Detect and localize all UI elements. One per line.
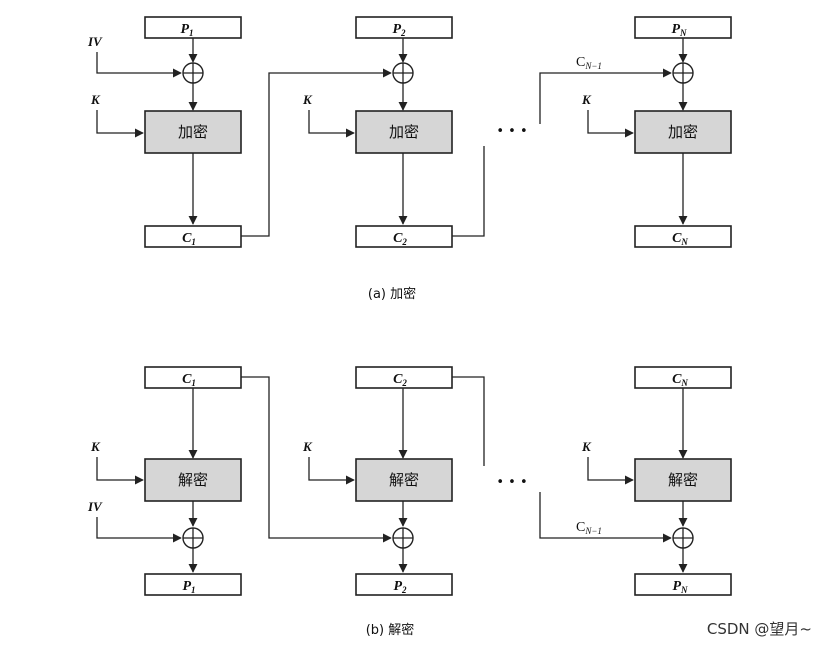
dec-feedback-2 xyxy=(452,376,485,466)
enc-plaintext-label-1: P1 xyxy=(180,22,193,38)
dec-stage-n: CN K 解密 PN xyxy=(581,366,732,596)
enc-feedback-2 xyxy=(452,146,485,237)
enc-xor-1 xyxy=(182,62,204,84)
dec-cipher-block-n xyxy=(634,458,732,502)
dec-xor-n xyxy=(672,527,694,549)
dec-plaintext-box-n xyxy=(634,573,732,596)
dec-plaintext-label-n: PN xyxy=(672,579,688,595)
dec-key-label-1: K xyxy=(90,439,101,454)
enc-stage-1: P1 IV K 加密 C1 xyxy=(87,16,242,248)
enc-cipher-block-2 xyxy=(355,110,453,154)
enc-cipher-block-1 xyxy=(144,110,242,154)
enc-block-label-n: 加密 xyxy=(668,123,698,141)
enc-stage-n: PN K 加密 CN xyxy=(581,16,732,248)
encryption-diagram: P1 IV K 加密 C1 P2 xyxy=(87,16,732,302)
dec-xor-1 xyxy=(182,527,204,549)
enc-caption: (a) 加密 xyxy=(368,286,416,302)
enc-block-label-1: 加密 xyxy=(178,123,208,141)
dec-cipher-block-1 xyxy=(144,458,242,502)
dec-stage-2: C2 K 解密 P2 xyxy=(302,366,453,596)
dec-plaintext-box-2 xyxy=(355,573,453,596)
dec-ciphertext-label-1: C1 xyxy=(182,372,196,388)
enc-xor-n xyxy=(672,62,694,84)
enc-key-label-1: K xyxy=(90,92,101,107)
enc-block-label-2: 加密 xyxy=(389,123,419,141)
enc-plaintext-label-n: PN xyxy=(671,22,687,38)
enc-plaintext-box-2 xyxy=(355,16,453,39)
dec-stage-1: C1 K 解密 IV P1 xyxy=(87,366,242,596)
enc-feed-label: CN−1 xyxy=(576,55,602,71)
dec-ellipsis: • • • xyxy=(496,475,527,490)
enc-ellipsis: • • • xyxy=(496,124,527,139)
enc-ciphertext-label-2: C2 xyxy=(393,231,407,247)
dec-plaintext-label-1: P1 xyxy=(182,579,195,595)
dec-ciphertext-label-n: CN xyxy=(672,372,688,388)
dec-ciphertext-label-2: C2 xyxy=(393,372,407,388)
enc-ciphertext-label-1: C1 xyxy=(182,231,196,247)
enc-feedback-n xyxy=(539,68,672,124)
enc-xor-2 xyxy=(392,62,414,84)
enc-plaintext-label-2: P2 xyxy=(392,22,406,38)
dec-feedback-1 xyxy=(241,376,392,543)
dec-xor-2 xyxy=(392,527,414,549)
dec-block-label-1: 解密 xyxy=(178,471,208,489)
dec-cipher-block-2 xyxy=(355,458,453,502)
dec-feed-label: CN−1 xyxy=(576,520,602,536)
enc-key-label-n: K xyxy=(581,92,592,107)
dec-plaintext-box-1 xyxy=(144,573,242,596)
enc-key-label-2: K xyxy=(302,92,313,107)
enc-cipher-block-n xyxy=(634,110,732,154)
dec-caption: (b) 解密 xyxy=(366,622,415,638)
enc-ciphertext-box-n xyxy=(634,225,732,248)
watermark: CSDN @望月~ xyxy=(707,620,812,638)
dec-block-label-2: 解密 xyxy=(389,471,419,489)
dec-key-label-2: K xyxy=(302,439,313,454)
dec-block-label-n: 解密 xyxy=(668,471,698,489)
decryption-diagram: C1 K 解密 IV P1 C2 K xyxy=(87,366,732,638)
enc-ciphertext-label-n: CN xyxy=(672,231,688,247)
enc-iv-label: IV xyxy=(87,34,103,49)
enc-feedback-1 xyxy=(241,68,392,237)
dec-plaintext-label-2: P2 xyxy=(393,579,407,595)
dec-key-label-n: K xyxy=(581,439,592,454)
dec-iv-label: IV xyxy=(87,499,103,514)
enc-stage-2: P2 K 加密 C2 xyxy=(302,16,453,248)
dec-feedback-n xyxy=(539,492,672,543)
